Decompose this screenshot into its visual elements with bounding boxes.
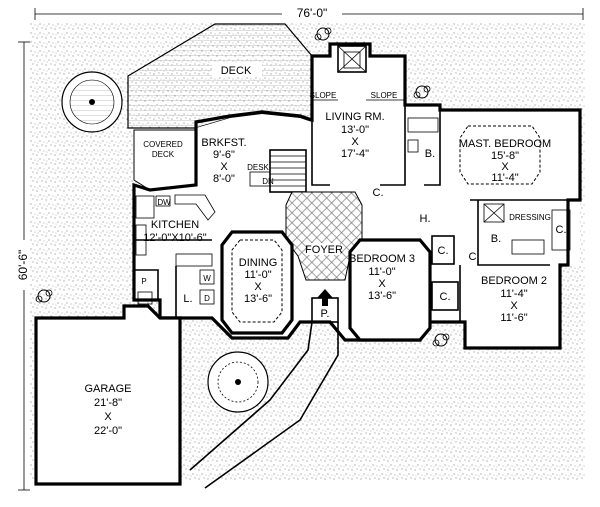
- garage-dim-2: 22'-0": [94, 425, 122, 437]
- entry-arrow-icon: [317, 289, 333, 306]
- bedroom3-label: BEDROOM 3: [349, 253, 415, 265]
- master-bath: B.: [407, 117, 439, 160]
- closet-master-label: C.: [556, 224, 567, 236]
- brkfst-dim-2: 8'-0": [213, 173, 235, 185]
- garage-label: GARAGE: [84, 383, 131, 395]
- dw-label: DW: [157, 198, 171, 207]
- covered-deck-label-1: COVERED: [143, 140, 183, 149]
- master-label: MAST. BEDROOM: [459, 138, 551, 150]
- bedroom3-dim-2: 13'-6": [368, 290, 396, 302]
- fireplace: [337, 45, 367, 73]
- dn-label: DN: [262, 177, 274, 186]
- dressing-area: DRESSING B. C.: [477, 200, 571, 266]
- slope-right-label: SLOPE: [371, 91, 398, 100]
- brkfst-dim-x: X: [220, 161, 228, 173]
- deck-label: DECK: [221, 65, 252, 77]
- bedroom-3: [348, 238, 432, 342]
- closet-bed3: [431, 281, 459, 311]
- bedroom2-dim-x: X: [510, 300, 518, 312]
- living-dim-x: X: [351, 136, 359, 148]
- walkway: [189, 321, 313, 471]
- covered-deck-label-2: DECK: [152, 150, 175, 159]
- bedroom3-dim-x: X: [378, 278, 386, 290]
- stairs: DESK DN: [247, 149, 307, 193]
- bath-hall-label: B.: [491, 233, 501, 245]
- garage: [34, 304, 182, 486]
- width-dimension-label: 76'-0": [297, 6, 328, 20]
- desk-label: DESK: [247, 163, 269, 172]
- tree-north-west: [61, 71, 123, 133]
- kitchen-label: KITCHEN: [151, 219, 199, 231]
- kitchen: DW KITCHEN 12'-0"X10'-6": [134, 194, 216, 267]
- bedroom2-dim-1: 11'-4": [500, 288, 527, 300]
- closet-bed2-label: C.: [469, 251, 480, 263]
- foyer: [285, 191, 363, 281]
- dryer-label: D: [204, 294, 210, 303]
- bath-master-label: B.: [425, 148, 435, 160]
- living-dim-2: 17'-4": [341, 148, 369, 160]
- master-dim-2: 11'-4": [491, 172, 518, 184]
- brkfst-label: BRKFST.: [201, 137, 246, 149]
- entry: P.: [311, 289, 339, 323]
- dining-dim-x: X: [254, 281, 262, 293]
- washer-label: W: [203, 274, 211, 283]
- bedroom2-label: BEDROOM 2: [481, 275, 547, 287]
- garage-dim-x: X: [104, 411, 112, 423]
- dressing-label: DRESSING: [509, 213, 551, 222]
- closet-hall: [431, 235, 455, 265]
- kitchen-dim: 12'-0"X10'-6": [143, 232, 206, 244]
- depth-dimension-label: 60'-6": [16, 250, 30, 281]
- slope-left-label: SLOPE: [310, 91, 337, 100]
- laundry-label: L.: [183, 293, 192, 305]
- foyer-label: FOYER: [305, 244, 343, 256]
- closet-hall-label: C.: [438, 245, 449, 257]
- hall-label: H.: [420, 213, 431, 225]
- brkfst-dim-1: 9'-6": [213, 149, 235, 161]
- bedroom-2: BEDROOM 2 11'-4" X 11'-6" C.: [459, 251, 547, 324]
- tree-front: [207, 351, 269, 413]
- dining-dim-2: 13'-6": [244, 293, 272, 305]
- closet-bed3-label: C.: [440, 291, 451, 303]
- bedroom3-dim-1: 11'-0": [368, 266, 395, 278]
- dining-room: [220, 230, 294, 335]
- pantry-label: P: [141, 277, 146, 286]
- living-dim-1: 13'-0": [341, 124, 369, 136]
- dining-label: DINING: [239, 257, 278, 269]
- garage-dim-1: 21'-8": [94, 397, 122, 409]
- living-room: SLOPE SLOPE LIVING RM. 13'-0" X 17'-4": [310, 91, 406, 186]
- breakfast-room: BRKFST. 9'-6" X 8'-0": [195, 128, 247, 185]
- laundry: W D L. P: [134, 266, 215, 318]
- covered-deck: [133, 129, 197, 191]
- dining-dim-1: 11'-0": [244, 269, 271, 281]
- master-dim-x: X: [501, 161, 509, 173]
- closet-upper-label: C.: [373, 187, 384, 199]
- depth-dimension: 60'-6": [16, 41, 30, 491]
- bedroom2-dim-2: 11'-6": [500, 312, 527, 324]
- master-bedroom: MAST. BEDROOM 15'-8" X 11'-4": [424, 110, 580, 201]
- living-label: LIVING RM.: [325, 111, 384, 123]
- width-dimension: 76'-0": [34, 5, 584, 20]
- walkway-edge: [204, 322, 339, 489]
- master-dim-1: 15'-8": [491, 150, 519, 162]
- porch-label: P.: [321, 308, 330, 320]
